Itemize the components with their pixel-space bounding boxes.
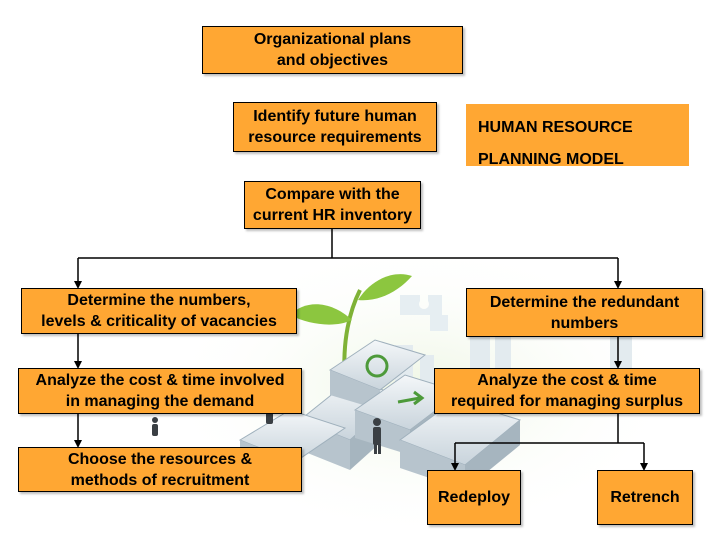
box-analyze-demand: Analyze the cost & time involved in mana… — [18, 368, 302, 414]
box-choose-resources: Choose the resources & methods of recrui… — [18, 447, 302, 492]
box-retrench-text: Retrench — [610, 489, 680, 506]
box-retrench: Retrench — [597, 470, 693, 525]
box-identify-requirements-text: Identify future human resource requireme… — [248, 108, 422, 146]
puzzle-pieces — [400, 295, 448, 331]
box-choose-resources-text: Choose the resources & methods of recrui… — [67, 450, 253, 489]
box-redeploy-text: Redeploy — [437, 489, 510, 506]
model-title-line1: HUMAN RESOURCE — [478, 119, 633, 136]
box-organizational-plans: Organizational plans and objectives — [202, 26, 463, 74]
model-title-box: HUMAN RESOURCE PLANNING MODEL — [466, 104, 689, 168]
box-determine-redundant: Determine the redundant numbers — [466, 288, 703, 337]
keys-cluster — [238, 339, 522, 490]
box-identify-requirements: Identify future human resource requireme… — [233, 102, 437, 152]
box-determine-redundant-text: Determine the redundant numbers — [489, 293, 680, 332]
box-organizational-plans-text: Organizational plans and objectives — [253, 31, 412, 69]
box-determine-vacancies: Determine the numbers, levels & critical… — [21, 288, 297, 334]
box-redeploy: Redeploy — [427, 470, 521, 525]
box-analyze-surplus: Analyze the cost & time required for man… — [434, 368, 700, 414]
box-compare-inventory-text: Compare with the current HR inventory — [252, 186, 413, 224]
model-title-line2: PLANNING MODEL — [478, 151, 624, 168]
box-analyze-surplus-text: Analyze the cost & time required for man… — [450, 372, 684, 410]
box-compare-inventory: Compare with the current HR inventory — [244, 181, 421, 229]
box-analyze-demand-text: Analyze the cost & time involved in mana… — [35, 372, 285, 410]
box-determine-vacancies-text: Determine the numbers, levels & critical… — [41, 292, 277, 330]
